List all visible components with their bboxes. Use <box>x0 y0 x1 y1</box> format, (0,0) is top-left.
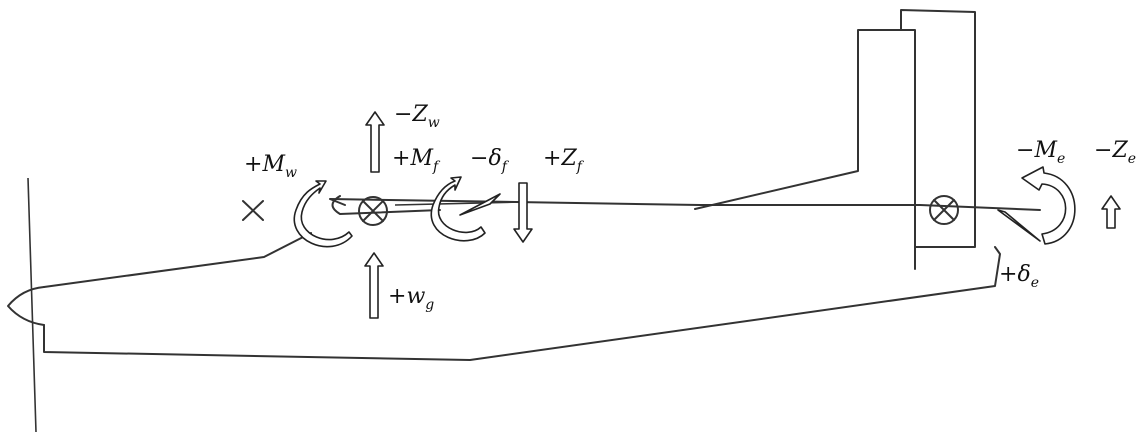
label-plus-delta-e: +δe <box>999 262 1039 291</box>
minus-zw-arrow <box>365 111 385 173</box>
label-minus-delta-f: −δf <box>470 146 510 175</box>
flap-hinge-marker-icon <box>358 196 388 226</box>
label-plus-mw: +Mw <box>244 152 297 181</box>
minus-me-moment-arrow <box>1021 166 1076 245</box>
label-plus-wg: +wg <box>388 284 434 313</box>
tail-hinge-marker-icon <box>929 195 959 225</box>
label-minus-ze: −Ze <box>1094 138 1136 167</box>
fuselage-bottom <box>43 246 1001 361</box>
hinge-line <box>394 201 521 206</box>
wing-ac-cross-icon <box>242 200 264 221</box>
plus-mf-moment-arrow <box>430 176 486 242</box>
spinner <box>7 286 45 326</box>
rudder <box>900 9 976 248</box>
label-minus-zw: −Zw <box>394 102 440 131</box>
plus-wg-arrow <box>364 252 384 319</box>
minus-ze-arrow <box>1101 195 1121 229</box>
label-minus-me: −Me <box>1016 138 1065 167</box>
dorsal-fin <box>694 29 916 270</box>
label-plus-mf: +Mf <box>392 146 441 175</box>
plus-mw-moment-arrow <box>293 180 353 248</box>
plus-zf-arrow <box>513 182 533 243</box>
propeller-blade <box>27 177 37 433</box>
elevator-surface <box>997 209 1041 242</box>
label-plus-zf: +Zf <box>543 146 585 175</box>
flap-surface <box>459 193 501 216</box>
wing-leading-edge <box>331 195 441 215</box>
fuselage-outline <box>43 232 312 288</box>
